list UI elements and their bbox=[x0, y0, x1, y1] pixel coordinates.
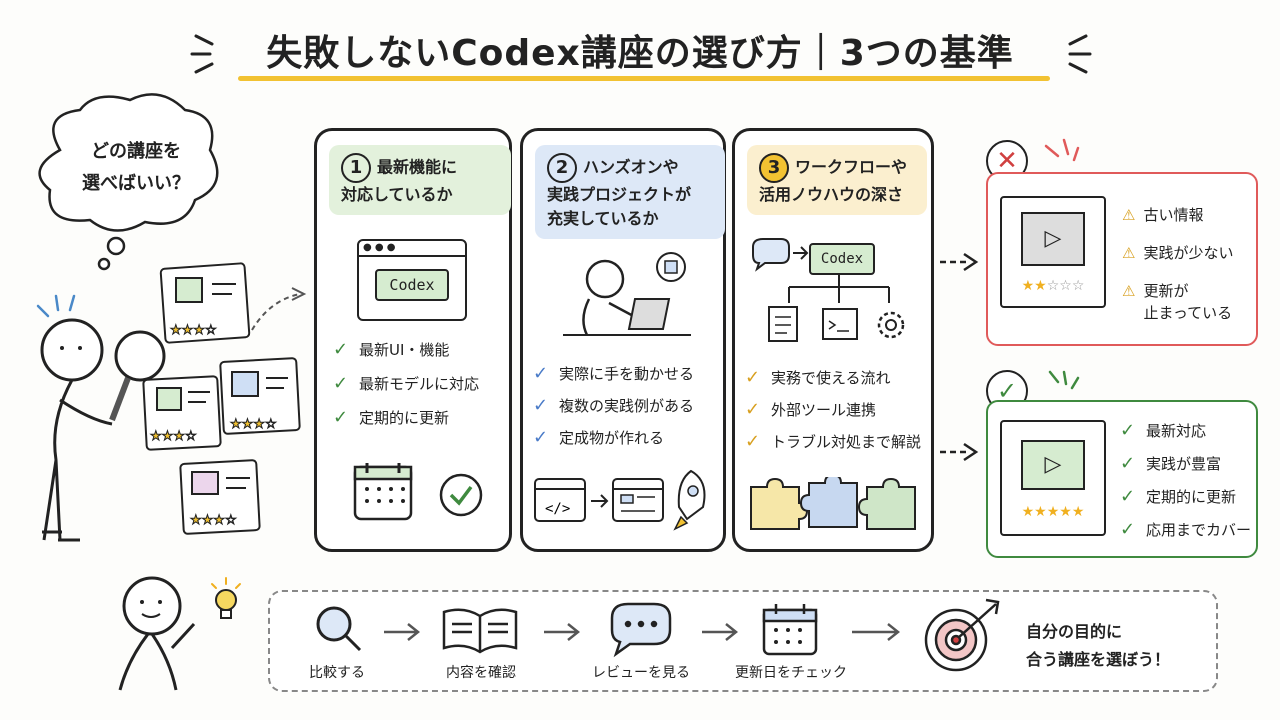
criterion-1-checklist: ✓最新UI・機能 ✓最新モデルに対応 ✓定期的に更新 bbox=[333, 339, 479, 429]
page-title: 失敗しないCodex講座の選び方｜3つの基準 bbox=[266, 33, 1014, 74]
play-icon: ▷ bbox=[1021, 212, 1085, 266]
check-text: 定期的に更新 bbox=[1146, 488, 1237, 506]
criterion-2-check: ✓定成物が作れる bbox=[533, 427, 665, 448]
criterion-card-2: 2 ハンズオンや 実践プロジェクトが 充実しているか ✓実際に手を動かせる ✓複数… bbox=[520, 128, 726, 552]
workflow-diagram-illustration bbox=[752, 238, 905, 342]
svg-text:★★★☆: ★★★☆ bbox=[150, 429, 197, 444]
criterion-1-check: ✓最新モデルに対応 bbox=[333, 373, 480, 394]
check-text: 最新UI・機能 bbox=[359, 341, 450, 359]
warning-item: ⚠ 古い情報 bbox=[1122, 204, 1233, 226]
workflow-codex-box: Codex bbox=[809, 243, 875, 275]
step-label-update-date: 更新日をチェック bbox=[735, 665, 847, 681]
warning-icon: ⚠ bbox=[1122, 244, 1136, 262]
star-rating: ★★☆☆☆ bbox=[1021, 278, 1085, 294]
check-text: 外部ツール連携 bbox=[771, 401, 877, 419]
title-decoration bbox=[190, 34, 1092, 74]
warning-text: 実践が少ない bbox=[1143, 244, 1234, 262]
play-icon: ▷ bbox=[1021, 440, 1085, 490]
criterion-2-check: ✓複数の実践例がある bbox=[533, 395, 695, 416]
conclusion-line-1: 自分の目的に bbox=[1026, 622, 1123, 641]
check-text: 応用までカバー bbox=[1146, 521, 1252, 539]
good-course-box: ▷ ★★★★★ ✓最新対応 ✓実践が豊富 ✓定期的に更新 ✓応用までカバー bbox=[986, 400, 1258, 558]
criterion-1-heading-line2: 対応しているか bbox=[341, 185, 453, 204]
svg-text:★★★☆: ★★★☆ bbox=[230, 417, 277, 432]
check-text: 最新対応 bbox=[1146, 422, 1207, 440]
criterion-3-check: ✓実務で使える流れ bbox=[745, 367, 891, 388]
good-course-checklist: ✓最新対応 ✓実践が豊富 ✓定期的に更新 ✓応用までカバー bbox=[1120, 420, 1251, 541]
bad-course-warnings: ⚠ 古い情報 ⚠ 実践が少ない ⚠ 更新が止まっている bbox=[1122, 204, 1233, 324]
person-at-laptop-illustration bbox=[563, 252, 691, 336]
good-course-video-card: ▷ ★★★★★ bbox=[1000, 420, 1106, 536]
warning-item: ⚠ 実践が少ない bbox=[1122, 242, 1233, 264]
codex-window-illustration: ● ● ● Codex bbox=[357, 239, 467, 321]
conclusion-line-2: 合う講座を選ぼう！ bbox=[1026, 650, 1171, 669]
criterion-3-heading-line2: 活用ノウハウの深さ bbox=[759, 185, 904, 204]
criterion-card-3: 3 ワークフローや 活用ノウハウの深さ Codex ✓実務で使える流れ ✓外部ツー… bbox=[732, 128, 934, 552]
step-label-compare: 比較する bbox=[309, 665, 365, 681]
step-label-check-content: 内容を確認 bbox=[446, 665, 516, 681]
warning-text: 止まっている bbox=[1143, 304, 1233, 322]
conclusion-text: 自分の目的に 合う講座を選ぼう！ bbox=[1026, 618, 1170, 674]
check-text: 実務で使える流れ bbox=[771, 369, 891, 387]
criterion-3-heading: 3 ワークフローや 活用ノウハウの深さ bbox=[747, 145, 927, 215]
thinking-person-illustration: ★★★☆ ★★★☆ ★★★☆ ★★★☆ bbox=[36, 93, 307, 542]
thought-line-2: 選べばいい？ bbox=[82, 173, 190, 194]
puzzle-pieces-illustration bbox=[750, 477, 916, 530]
process-steps-box bbox=[268, 590, 1218, 692]
check-text: 定成物が作れる bbox=[559, 429, 665, 447]
check-text: 最新モデルに対応 bbox=[359, 375, 480, 393]
warning-text: 更新が bbox=[1143, 282, 1189, 300]
code-to-app-to-rocket-illustration: </> bbox=[534, 469, 706, 531]
criterion-2-heading: 2 ハンズオンや 実践プロジェクトが 充実しているか bbox=[535, 145, 725, 239]
criterion-2-heading-line3: 充実しているか bbox=[547, 209, 659, 228]
criterion-3-check: ✓外部ツール連携 bbox=[745, 399, 877, 420]
bad-course-box: ▷ ★★☆☆☆ ⚠ 古い情報 ⚠ 実践が少ない ⚠ 更新が止まっている bbox=[986, 172, 1258, 346]
criterion-2-heading-line1: ハンズオンや bbox=[583, 157, 679, 177]
thought-line-1: どの講座を bbox=[91, 141, 181, 162]
criterion-3-check: ✓トラブル対処まで解説 bbox=[745, 431, 922, 452]
svg-text:★★★☆: ★★★☆ bbox=[170, 323, 217, 338]
good-course-check: ✓実践が豊富 bbox=[1120, 453, 1222, 474]
svg-text:★★★☆: ★★★☆ bbox=[190, 513, 237, 528]
criterion-2-heading-line2: 実践プロジェクトが bbox=[547, 185, 692, 204]
criterion-2-check: ✓実際に手を動かせる bbox=[533, 363, 695, 384]
warning-icon: ⚠ bbox=[1122, 206, 1136, 224]
check-text: 実際に手を動かせる bbox=[559, 365, 695, 383]
codex-window-label: Codex bbox=[375, 269, 449, 301]
criterion-3-number: 3 bbox=[759, 153, 789, 183]
criterion-1-heading: 1 最新機能に 対応しているか bbox=[329, 145, 511, 215]
good-course-check: ✓定期的に更新 bbox=[1120, 486, 1237, 507]
criterion-2-checklist: ✓実際に手を動かせる ✓複数の実践例がある ✓定成物が作れる bbox=[533, 363, 694, 449]
svg-text:</>: </> bbox=[545, 501, 570, 517]
check-text: 定期的に更新 bbox=[359, 409, 450, 427]
criterion-1-check: ✓定期的に更新 bbox=[333, 407, 450, 428]
star-rating: ★★★★★ bbox=[1021, 504, 1085, 520]
bad-course-video-card: ▷ ★★☆☆☆ bbox=[1000, 196, 1106, 308]
warning-item: ⚠ 更新が止まっている bbox=[1122, 280, 1233, 324]
calendar-and-check-icons bbox=[353, 463, 483, 521]
good-course-check: ✓応用までカバー bbox=[1120, 519, 1252, 540]
criterion-1-heading-line1: 最新機能に bbox=[377, 157, 458, 177]
step-label-reviews: レビューを見る bbox=[592, 665, 690, 681]
title-underline bbox=[238, 76, 1050, 81]
warning-text: 古い情報 bbox=[1143, 206, 1204, 224]
warning-icon: ⚠ bbox=[1122, 282, 1136, 300]
check-text: トラブル対処まで解説 bbox=[771, 433, 922, 451]
check-text: 複数の実践例がある bbox=[559, 397, 695, 415]
check-text: 実践が豊富 bbox=[1146, 455, 1222, 473]
thought-bubble-text: どの講座を 選べばいい？ bbox=[56, 136, 216, 200]
criterion-1-check: ✓最新UI・機能 bbox=[333, 339, 450, 360]
criterion-1-number: 1 bbox=[341, 153, 371, 183]
criterion-card-1: 1 最新機能に 対応しているか ● ● ● Codex ✓最新UI・機能 ✓最新モ… bbox=[314, 128, 512, 552]
criterion-3-checklist: ✓実務で使える流れ ✓外部ツール連携 ✓トラブル対処まで解説 bbox=[745, 367, 921, 453]
good-course-check: ✓最新対応 bbox=[1120, 420, 1207, 441]
criterion-2-number: 2 bbox=[547, 153, 577, 183]
criterion-3-heading-line1: ワークフローや bbox=[795, 157, 908, 177]
